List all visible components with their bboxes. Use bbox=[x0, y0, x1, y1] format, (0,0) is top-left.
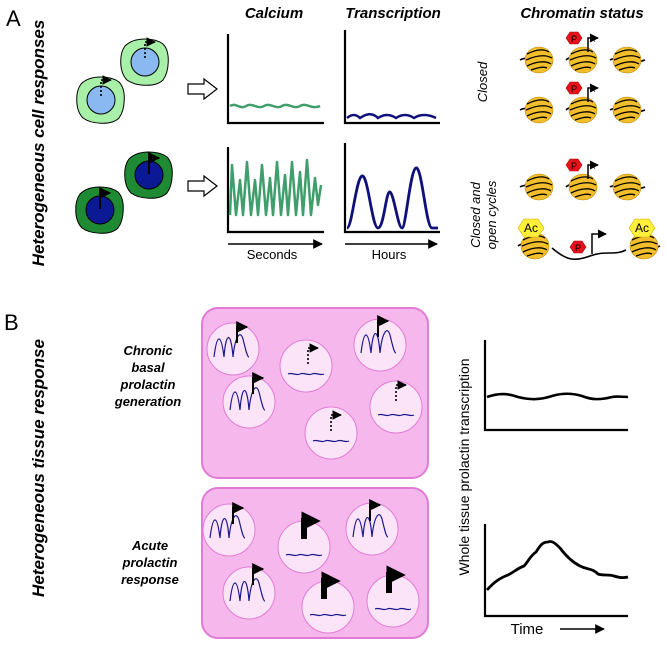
cycles-label-line1: Closed and bbox=[468, 181, 483, 248]
svg-text:Ac: Ac bbox=[635, 221, 649, 235]
chromatin-closed-row: P × bbox=[519, 158, 646, 201]
tissue-cell bbox=[366, 575, 420, 628]
tissue-cell bbox=[222, 566, 276, 620]
calcium-plot-flat bbox=[226, 34, 324, 125]
svg-text:P: P bbox=[575, 243, 581, 253]
tissue-cell bbox=[277, 521, 331, 574]
transcription-plot-flat bbox=[343, 30, 440, 125]
cycles-label-line2: open cycles bbox=[484, 180, 499, 249]
tissue-cell bbox=[301, 581, 355, 634]
acute-label-line2: prolactin bbox=[122, 555, 178, 570]
chronic-label-line4: generation bbox=[114, 394, 182, 409]
panel-a-side-title: Heterogeneous cell responses bbox=[29, 20, 48, 267]
p-marker: P bbox=[565, 31, 583, 45]
calcium-header: Calcium bbox=[245, 5, 303, 22]
tissue-acute bbox=[201, 487, 429, 639]
tissue-cell bbox=[206, 322, 260, 376]
tissue-cell bbox=[304, 406, 358, 460]
whole-tissue-plot-acute bbox=[483, 524, 629, 618]
chromatin-open-row: Ac Ac P bbox=[517, 218, 661, 261]
chromatin-closed-row: P × bbox=[519, 31, 646, 74]
svg-text:P: P bbox=[571, 84, 577, 94]
panel-b-letter: B bbox=[4, 310, 19, 335]
svg-text:×: × bbox=[590, 35, 596, 46]
tissue-chronic bbox=[201, 307, 429, 479]
transcription-header: Transcription bbox=[345, 5, 441, 22]
svg-text:P: P bbox=[571, 161, 577, 171]
chronic-label-line1: Chronic bbox=[123, 343, 173, 358]
svg-text:Ac: Ac bbox=[524, 221, 538, 235]
closed-label: Closed bbox=[475, 61, 490, 102]
svg-text:×: × bbox=[590, 85, 596, 96]
hours-axis-label: Hours bbox=[372, 247, 407, 262]
chromatin-header: Chromatin status bbox=[520, 5, 643, 22]
tissue-cell bbox=[353, 318, 407, 372]
panel-a-letter: A bbox=[6, 6, 21, 31]
time-axis-label: Time bbox=[511, 621, 544, 638]
chronic-label-line2: basal bbox=[131, 360, 165, 375]
seconds-axis-label: Seconds bbox=[247, 247, 298, 262]
svg-text:P: P bbox=[571, 34, 577, 44]
tissue-cell bbox=[279, 339, 333, 393]
chromatin-closed-row: P × bbox=[519, 81, 646, 124]
hollow-arrow-icon bbox=[187, 77, 218, 101]
tissue-cell bbox=[202, 503, 256, 557]
panel-b-side-title: Heterogeneous tissue response bbox=[29, 339, 48, 597]
calcium-plot-oscillating bbox=[226, 147, 324, 234]
chronic-label-line3: prolactin bbox=[120, 377, 176, 392]
whole-tissue-plot-chronic bbox=[483, 340, 629, 432]
ac-marker: Ac bbox=[517, 218, 545, 238]
whole-tissue-y-label: Whole tissue prolactin transcription bbox=[456, 358, 472, 575]
acute-label-line1: Acute bbox=[131, 538, 168, 553]
svg-text:×: × bbox=[590, 162, 596, 173]
hollow-arrow-icon bbox=[187, 174, 218, 198]
transcription-plot-pulsing bbox=[343, 143, 440, 234]
acute-label-line3: response bbox=[121, 572, 179, 587]
tissue-cell bbox=[369, 380, 423, 434]
tissue-cell bbox=[222, 375, 276, 429]
tissue-cell bbox=[345, 502, 399, 556]
